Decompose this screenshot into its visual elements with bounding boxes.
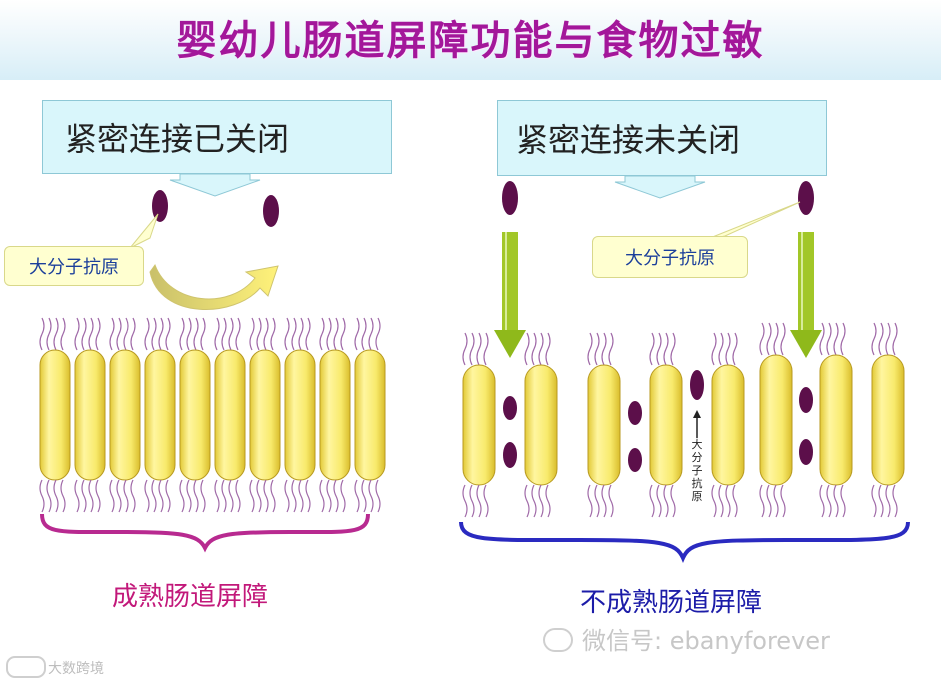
right-callout-box: 紧密连接未关闭: [497, 100, 827, 176]
wechat-watermark: 微信号: ebanyforever: [582, 627, 830, 655]
left-sticky-pointer: [129, 213, 159, 249]
right-brace: [459, 521, 910, 563]
immature-cell-row: [462, 322, 905, 518]
vertical-antigen-label: 大分子抗原: [691, 438, 703, 503]
mature-cell-row: [39, 317, 386, 513]
right-sticky-pointer: [704, 201, 801, 241]
gap-antigens: [503, 370, 813, 472]
right-callout-pointer: [614, 175, 706, 199]
mature-barrier-label: 成熟肠道屏障: [112, 582, 269, 612]
logo-watermark: 大数跨境: [48, 661, 104, 677]
left-callout-text: 紧密连接已关闭: [65, 120, 290, 158]
left-antigen-2: [263, 195, 279, 227]
title-background-band: [0, 0, 941, 80]
right-antigen-sticky: 大分子抗原: [592, 236, 748, 278]
left-down-arrow: [494, 232, 526, 358]
right-top-antigen-1: [502, 181, 518, 215]
wechat-icon: [543, 628, 573, 652]
vertical-up-arrow: [693, 410, 701, 438]
left-antigen-1: [152, 190, 168, 222]
immature-barrier-label: 不成熟肠道屏障: [580, 588, 763, 618]
left-antigen-sticky-text: 大分子抗原: [29, 257, 119, 278]
bounce-back-arrow: [149, 263, 279, 310]
right-top-antigen-2: [798, 181, 814, 215]
right-antigen-sticky-text: 大分子抗原: [625, 248, 715, 269]
slide-title: 婴幼儿肠道屏障功能与食物过敏: [176, 18, 765, 64]
left-antigen-sticky: 大分子抗原: [4, 246, 144, 286]
left-brace: [40, 513, 370, 553]
left-callout-pointer: [169, 173, 261, 197]
right-down-arrow: [790, 232, 822, 358]
logo-icon: [6, 656, 46, 678]
left-callout-box: 紧密连接已关闭: [42, 100, 392, 174]
right-callout-text: 紧密连接未关闭: [516, 121, 741, 159]
